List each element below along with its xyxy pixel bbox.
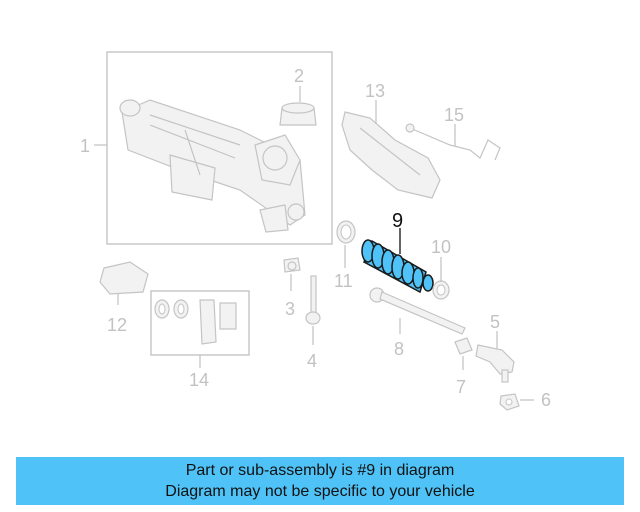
part-4-bolt[interactable] (305, 275, 321, 325)
part-13-shield[interactable] (341, 111, 441, 199)
parts-diagram: 1 2 13 15 11 9 10 (80, 51, 551, 411)
part-11-clamp[interactable] (336, 220, 356, 244)
callout-13[interactable]: 13 (365, 81, 385, 101)
banner-line-part-number: Part or sub-assembly is #9 in diagram (185, 462, 455, 479)
callout-5[interactable]: 5 (490, 312, 500, 332)
part-3-nut[interactable] (283, 257, 301, 273)
callout-6[interactable]: 6 (541, 390, 551, 410)
callout-3[interactable]: 3 (285, 299, 295, 319)
callout-8[interactable]: 8 (394, 339, 404, 359)
callout-12[interactable]: 12 (107, 315, 127, 335)
part-10-clamp[interactable] (432, 280, 450, 300)
callout-9[interactable]: 9 (392, 210, 403, 232)
callout-7[interactable]: 7 (456, 377, 466, 397)
banner-line-disclaimer: Diagram may not be specific to your vehi… (165, 483, 475, 500)
callout-15[interactable]: 15 (444, 105, 464, 125)
callout-11[interactable]: 11 (334, 271, 353, 291)
info-banner: Part or sub-assembly is #9 in diagram Di… (16, 457, 624, 505)
part-14-kit[interactable] (150, 290, 250, 356)
part-12-bracket[interactable] (99, 261, 149, 295)
part-7-jam-nut[interactable] (454, 337, 473, 355)
callout-2[interactable]: 2 (294, 66, 304, 86)
part-1-steering-gear-box[interactable] (106, 51, 333, 245)
callout-4[interactable]: 4 (307, 351, 317, 371)
part-15-hose[interactable] (405, 123, 501, 161)
callout-10[interactable]: 10 (431, 237, 451, 257)
callout-14[interactable]: 14 (189, 370, 209, 390)
callout-1[interactable]: 1 (80, 136, 90, 156)
part-8-tie-rod[interactable] (369, 287, 466, 335)
part-6-nut[interactable] (499, 393, 520, 411)
part-2-mount[interactable] (279, 102, 317, 126)
part-5-tie-rod-end[interactable] (475, 344, 515, 383)
part-9-boot-highlighted[interactable] (361, 239, 434, 294)
